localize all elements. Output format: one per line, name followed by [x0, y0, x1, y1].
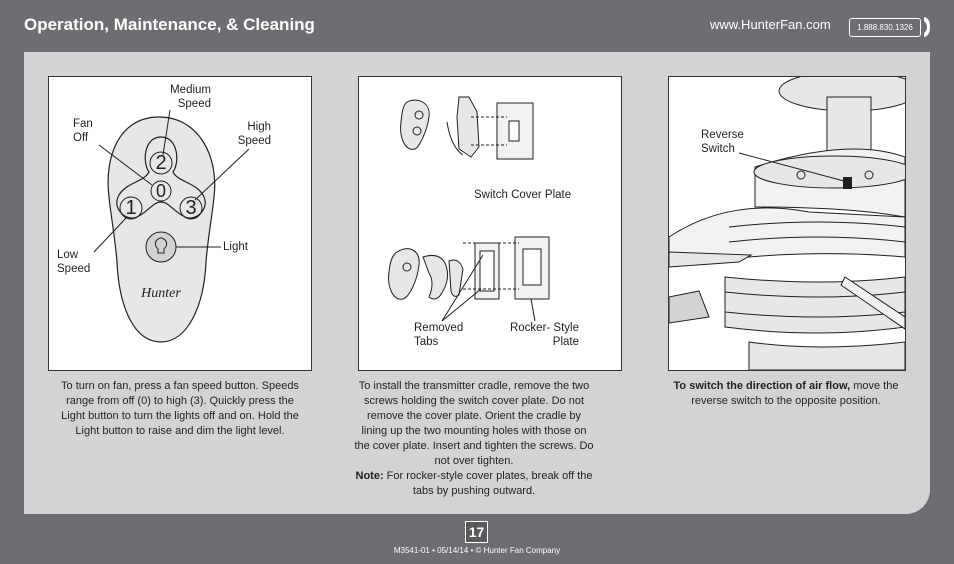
label-low-speed: Low Speed	[57, 249, 91, 275]
label-removed-tabs: Removed Tabs	[414, 322, 464, 348]
fan-motor-figure: Reverse Switch	[668, 76, 906, 371]
label-fan-off: Fan Off	[73, 118, 93, 144]
label-high-speed: High Speed	[237, 121, 271, 147]
note-label: Note:	[355, 470, 384, 482]
button-3-numeral: 3	[185, 197, 197, 219]
caption-reverse-bold: To switch the direction of air flow,	[673, 380, 851, 392]
button-2-numeral: 2	[155, 152, 167, 174]
phone-number: 1.888.830.1326	[849, 18, 921, 37]
button-0-numeral: 0	[155, 181, 166, 201]
label-rocker-style-plate: Rocker- Style Plate	[509, 322, 579, 348]
hunter-logo: Hunter	[141, 286, 181, 301]
page-number: 17	[465, 521, 488, 543]
button-1-numeral: 1	[125, 197, 137, 219]
main-panel: Medium Speed Fan Off High Speed Low Spee…	[24, 52, 930, 514]
header-url[interactable]: www.HunterFan.com	[710, 17, 831, 32]
caption-wall-plate-main: To install the transmitter cradle, remov…	[354, 380, 594, 467]
caption-reverse-text: move the reverse switch to the opposite …	[691, 380, 899, 407]
phone-icon	[924, 17, 930, 37]
caption-reverse-switch: To switch the direction of air flow, mov…	[664, 379, 908, 409]
remote-body	[107, 116, 216, 343]
header-title: Operation, Maintenance, & Cleaning	[24, 15, 315, 34]
note-text: For rocker-style cover plates, break off…	[383, 470, 593, 497]
label-reverse-switch: Reverse Switch	[701, 129, 744, 155]
caption-remote: To turn on fan, press a fan speed button…	[61, 380, 299, 437]
footer-text: M3541-01 • 05/14/14 • © Hunter Fan Compa…	[393, 546, 561, 555]
label-switch-cover-plate: Switch Cover Plate	[474, 189, 572, 201]
remote-figure: Medium Speed Fan Off High Speed Low Spee…	[48, 76, 312, 371]
wall-plate-figure: Switch Cover Plate Removed Tabs Rocker- …	[358, 76, 622, 371]
label-light: Light	[223, 241, 248, 253]
label-medium-speed: Medium Speed	[170, 84, 211, 110]
caption-wall-plate: To install the transmitter cradle, remov…	[354, 379, 594, 499]
